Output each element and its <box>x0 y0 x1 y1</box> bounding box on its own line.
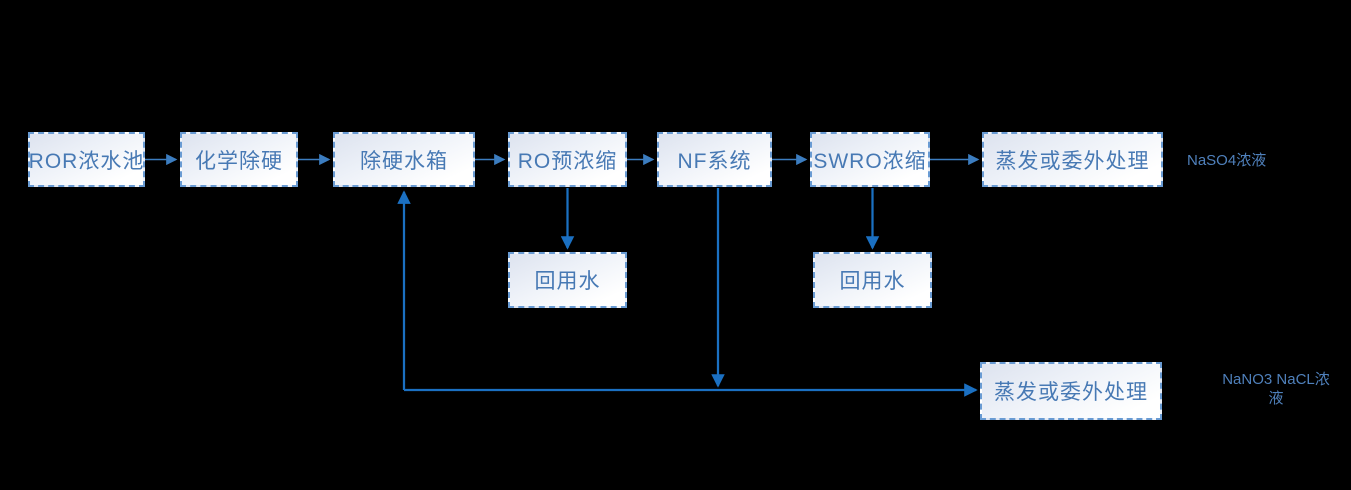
label-nano3-line1: NaNO3 NaCL浓 <box>1222 371 1330 388</box>
node-chemical-softening: 化学除硬 <box>180 132 298 187</box>
label-nano3-nacl-concentrate: NaNO3 NaCL浓 液 <box>1216 370 1336 408</box>
label-nano3-line2: 液 <box>1268 390 1284 407</box>
node-ro-preconcentration: RO预浓缩 <box>508 132 627 187</box>
node-swro-concentration: SWRO浓缩 <box>810 132 930 187</box>
node-evaporation-bottom: 蒸发或委外处理 <box>980 362 1162 420</box>
node-softened-water-tank: 除硬水箱 <box>333 132 475 187</box>
node-reuse-water-2: 回用水 <box>813 252 932 308</box>
node-reuse-water-1: 回用水 <box>508 252 627 308</box>
node-nf-system: NF系统 <box>657 132 772 187</box>
label-naso4-concentrate: NaSO4浓液 <box>1187 152 1267 169</box>
node-evaporation-top: 蒸发或委外处理 <box>982 132 1163 187</box>
node-ror-pool: ROR浓水池 <box>28 132 145 187</box>
